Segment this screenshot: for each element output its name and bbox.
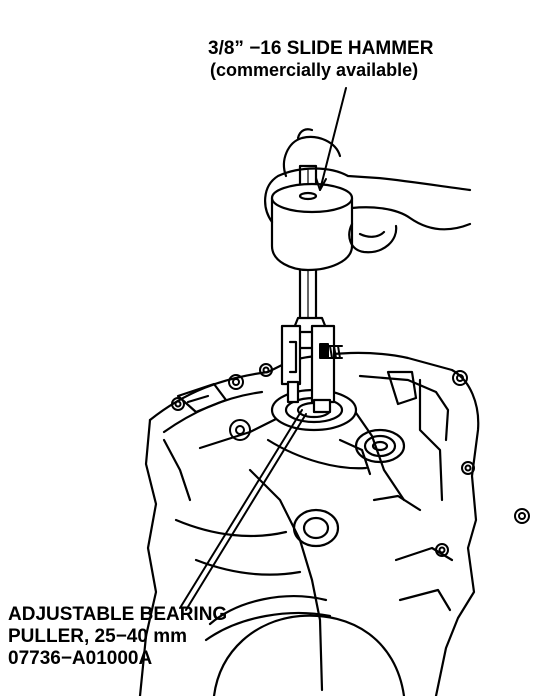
bearing-puller-callout-line1: ADJUSTABLE BEARING bbox=[8, 604, 228, 625]
slide-hammer-leader bbox=[315, 87, 347, 191]
slide-hammer-callout: 3/8” −16 SLIDE HAMMER (commercially avai… bbox=[208, 38, 433, 81]
slide-hammer-callout-line2: (commercially available) bbox=[210, 59, 419, 80]
bearing-bore bbox=[354, 428, 406, 464]
bearing-puller-callout-line3: 07736−A01000A bbox=[8, 647, 153, 669]
hand bbox=[264, 128, 472, 254]
adjusting-screw bbox=[319, 343, 343, 359]
case-opening bbox=[212, 614, 406, 696]
slide-hammer-callout-line1: 3/8” −16 SLIDE HAMMER bbox=[208, 38, 434, 59]
bearing-puller-callout: ADJUSTABLE BEARING PULLER, 25−40 mm 0773… bbox=[8, 604, 227, 670]
case-bolt-bosses bbox=[171, 363, 530, 557]
seal-bore bbox=[292, 508, 340, 548]
puller-leader bbox=[179, 409, 307, 611]
bearing-puller-callout-line2: PULLER, 25−40 mm bbox=[8, 625, 187, 647]
slide-hammer-weight bbox=[270, 182, 354, 272]
